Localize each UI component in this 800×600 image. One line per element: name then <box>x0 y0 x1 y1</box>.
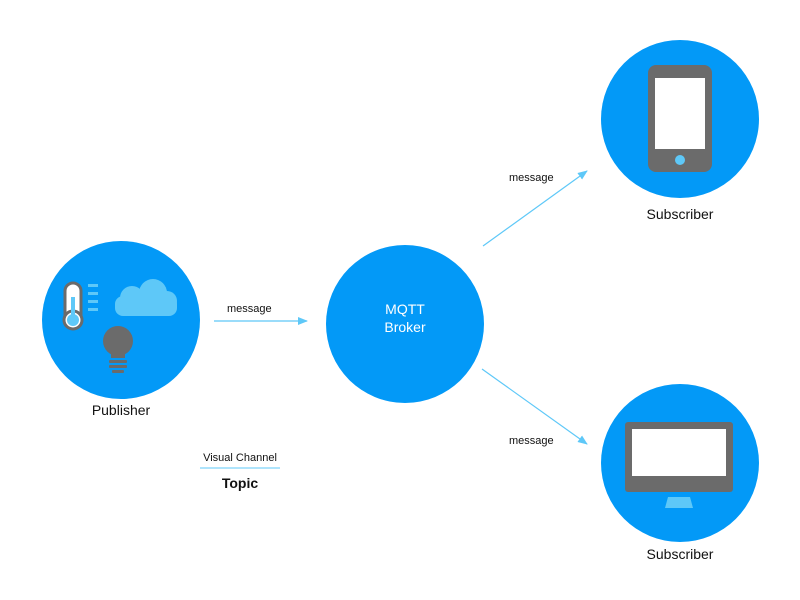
smartphone-icon <box>648 65 712 172</box>
edge-broker-monitor <box>481 368 588 445</box>
lightbulb-icon <box>103 326 133 373</box>
subscriber-monitor-node[interactable] <box>601 384 759 542</box>
cloud-icon <box>115 279 177 316</box>
subscriber-monitor-label: Subscriber <box>646 546 714 562</box>
broker-label-line1: MQTT <box>385 301 425 317</box>
broker-label: MQTT Broker <box>326 300 484 336</box>
monitor-icon <box>625 422 733 508</box>
publisher-label: Publisher <box>91 402 151 418</box>
thermometer-icon <box>62 281 98 331</box>
publisher-icons <box>62 279 177 373</box>
edge-broker-phone <box>482 170 588 247</box>
edge-label-broker-phone: message <box>509 172 554 184</box>
legend-topic: Topic <box>221 475 259 491</box>
legend-visual-channel: Visual Channel <box>203 452 277 464</box>
broker-node[interactable] <box>326 245 484 403</box>
publisher-node[interactable] <box>42 241 200 399</box>
subscriber-phone-node[interactable] <box>601 40 759 198</box>
broker-label-line2: Broker <box>384 319 426 335</box>
edge-label-publisher-broker: message <box>227 303 272 315</box>
subscriber-phone-label: Subscriber <box>646 206 714 222</box>
edge-label-broker-monitor: message <box>509 435 554 447</box>
